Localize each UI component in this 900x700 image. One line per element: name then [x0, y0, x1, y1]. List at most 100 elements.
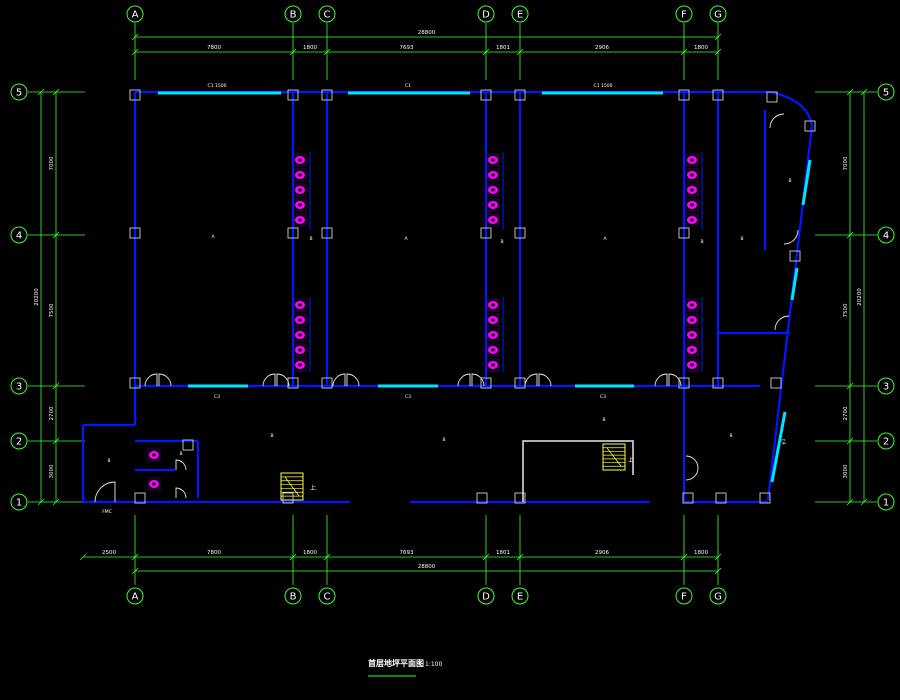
toilet-icon — [486, 358, 500, 372]
stair-west — [280, 472, 304, 501]
dim-tick — [680, 48, 688, 56]
column — [321, 227, 333, 239]
toilet-icon — [685, 328, 699, 342]
axis-bubble-label: E — [517, 592, 523, 603]
column — [789, 250, 801, 262]
door-swing — [471, 373, 485, 387]
toilet-icon — [486, 213, 500, 227]
axis-bubble-5 — [10, 83, 28, 101]
toilet-icon — [293, 198, 307, 212]
dim-tick — [714, 553, 722, 561]
door-tag: FMC — [102, 509, 112, 515]
dim-tick — [846, 231, 854, 239]
toilet-icon — [685, 213, 699, 227]
toilet-icon — [293, 298, 307, 312]
room-mark: B — [270, 433, 273, 439]
dim-label: 1800 — [303, 550, 317, 556]
dim-label: 28800 — [418, 30, 436, 36]
dim-tick — [37, 88, 45, 96]
door-swing-east — [774, 315, 790, 331]
dim-tick — [289, 48, 297, 56]
column — [759, 492, 771, 504]
door-swing — [158, 373, 172, 387]
axis-bubble-B — [284, 587, 302, 605]
toilet-icon — [293, 168, 307, 182]
axis-bubble-label: G — [714, 592, 722, 603]
doors — [94, 113, 799, 503]
dim-tick — [37, 498, 45, 506]
dim-label: 2700 — [49, 406, 55, 420]
dim-tick — [846, 88, 854, 96]
column — [287, 89, 299, 101]
dim-label: 7800 — [207, 45, 221, 51]
dim-tick — [131, 48, 139, 56]
toilet-icon — [486, 198, 500, 212]
dim-tick — [289, 553, 297, 561]
window-east-3 — [770, 411, 787, 483]
dim-tick — [323, 553, 331, 561]
window-tag: C4 — [780, 438, 787, 445]
toilet-icon — [486, 183, 500, 197]
column — [129, 89, 141, 101]
dim-label: 28800 — [418, 564, 436, 570]
room-mark: B — [309, 236, 312, 242]
stair-east — [602, 443, 626, 471]
dim-label: 7000 — [49, 156, 55, 170]
door-swing — [654, 373, 668, 387]
drawing-title: 首层地坪平面图 — [368, 658, 424, 668]
room-mark: B — [107, 458, 110, 464]
stairs: 上上 — [280, 443, 634, 501]
column — [712, 89, 724, 101]
door-swing-toilet — [175, 459, 187, 471]
door-swing-east — [685, 467, 699, 481]
room-mark: B — [740, 236, 743, 242]
toilet-icon — [486, 168, 500, 182]
axis-bubble-label: 4 — [16, 231, 22, 242]
toilet-icon — [147, 448, 161, 462]
room-mark: B — [700, 239, 703, 245]
dim-tick — [846, 498, 854, 506]
axis-bubble-label: B — [290, 10, 297, 21]
column — [129, 227, 141, 239]
door-swing-east — [769, 113, 785, 129]
axis-bubble-2 — [877, 432, 895, 450]
dim-tick — [131, 553, 139, 561]
axis-bubble-4 — [877, 226, 895, 244]
toilet-icon — [685, 343, 699, 357]
window-tag: C1 1500 — [208, 83, 227, 89]
axis-bubble-label: A — [132, 592, 139, 603]
dim-tick — [846, 382, 854, 390]
axis-bubble-F — [675, 587, 693, 605]
toilet-icon — [486, 298, 500, 312]
axis-bubble-A — [126, 587, 144, 605]
dim-tick — [79, 553, 87, 561]
window-tag: C1 — [405, 83, 411, 89]
room-mark: B — [179, 451, 182, 457]
axis-bubble-G — [709, 5, 727, 23]
column — [712, 377, 724, 389]
column — [514, 377, 526, 389]
axis-bubble-D — [477, 5, 495, 23]
drawing-title-block: 首层地坪平面图 1:100 — [368, 658, 442, 677]
axis-bubble-G — [709, 587, 727, 605]
door-swing — [524, 373, 538, 387]
dim-label: 20200 — [857, 288, 863, 306]
column — [476, 492, 488, 504]
dim-label: 3000 — [49, 464, 55, 478]
stair-up-label: 上 — [310, 484, 316, 492]
column — [182, 439, 194, 451]
toilet-icon — [293, 358, 307, 372]
dim-tick — [714, 48, 722, 56]
axis-bubble-C — [318, 587, 336, 605]
stair-enclosure — [522, 440, 634, 502]
window-east-2 — [790, 267, 799, 301]
dim-tick — [52, 437, 60, 445]
dim-tick — [482, 553, 490, 561]
axis-bubble-3 — [10, 377, 28, 395]
toilet-icon — [486, 328, 500, 342]
column — [134, 492, 146, 504]
dim-tick — [52, 88, 60, 96]
dim-label: 1800 — [303, 45, 317, 51]
